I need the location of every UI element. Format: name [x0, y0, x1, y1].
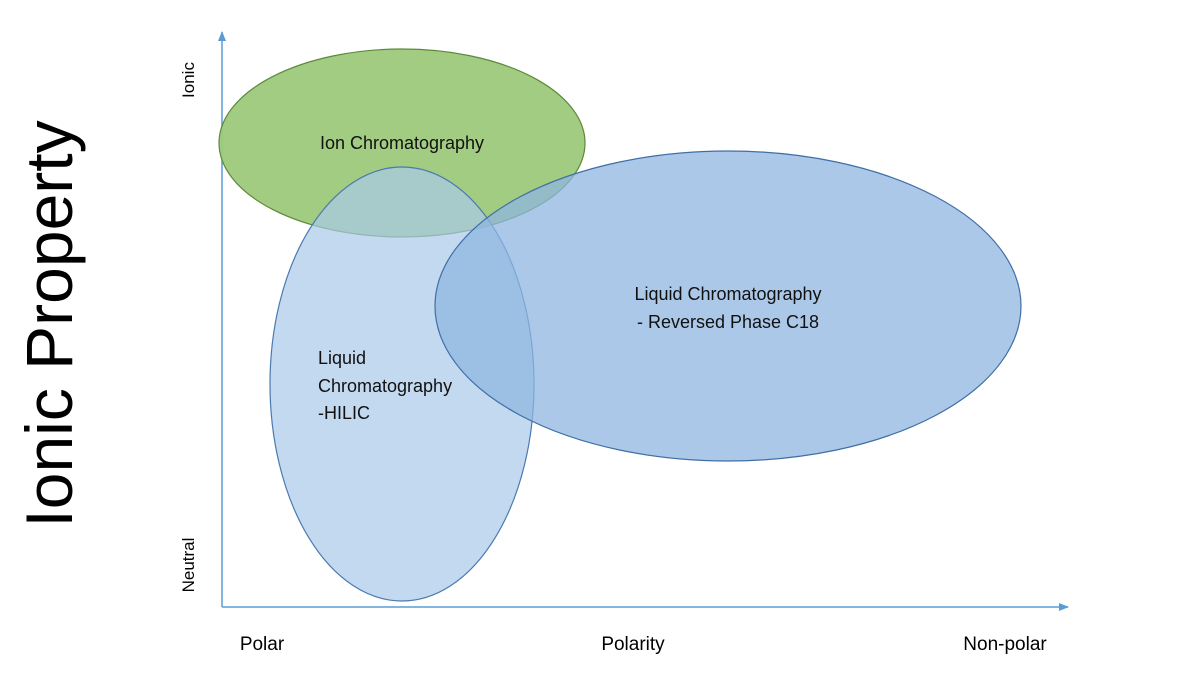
reversed-phase-region	[434, 150, 1022, 462]
hilic-label-line2: Chromatography	[318, 376, 452, 396]
hilic-label-line3: -HILIC	[318, 403, 370, 423]
reversed-phase-label-line1: Liquid Chromatography	[634, 284, 821, 304]
reversed-phase-label-line2: - Reversed Phase C18	[637, 312, 819, 332]
x-axis-title: Polarity	[601, 634, 665, 655]
x-axis-left-label: Polar	[240, 634, 285, 655]
y-axis-top-label: Ionic	[179, 62, 198, 98]
x-axis-right-label: Non-polar	[963, 634, 1047, 655]
y-axis-title: Ionic Property	[12, 120, 86, 527]
hilic-label-line1: Liquid	[318, 348, 366, 368]
y-axis-bottom-label: Neutral	[179, 538, 198, 593]
ion-chromatography-label: Ion Chromatography	[320, 133, 484, 153]
